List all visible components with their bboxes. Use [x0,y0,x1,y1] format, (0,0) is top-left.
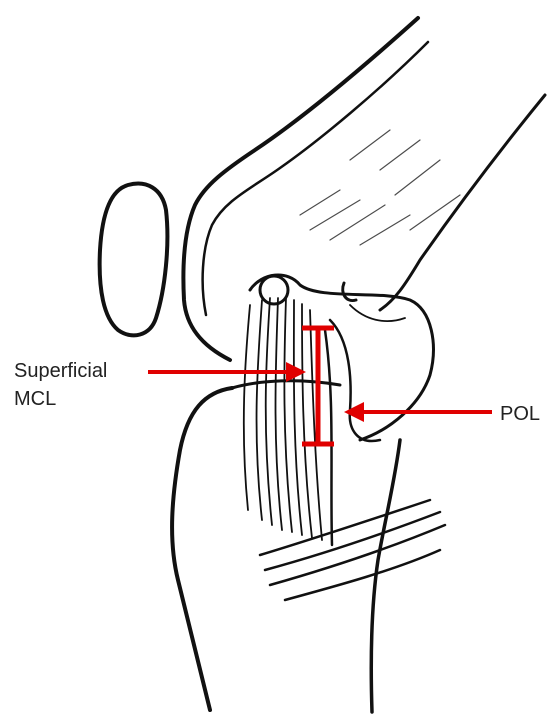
tibia-posterior-line [371,440,400,712]
pol-arrow-head [344,402,364,422]
femur-shading [300,130,460,245]
pol-structure [330,320,380,441]
medial-epicondyle [260,276,288,304]
superficial-mcl-label-line2: MCL [14,386,56,412]
annotations [148,328,492,444]
adductor-tubercle [343,283,356,301]
capsule-line [350,305,405,321]
pol-label: POL [500,401,540,427]
femur-inner-line [203,42,428,315]
semimembranosus-line [325,330,332,545]
pes-anserinus-tendons [260,500,445,600]
patella-outline [100,184,168,336]
femur-back-line [380,95,545,310]
superficial-mcl-fibers [244,298,322,540]
tibia-outline [172,388,232,710]
superficial-mcl-label-line1: Superficial [14,358,107,384]
